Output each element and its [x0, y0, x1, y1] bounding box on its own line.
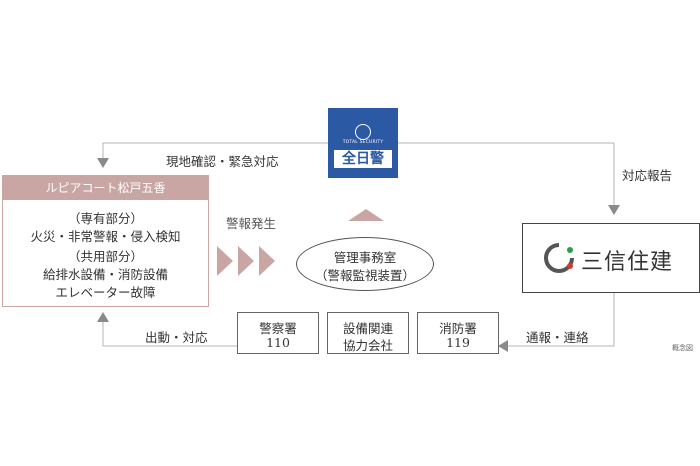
notify-arrowhead	[498, 340, 508, 352]
notify-line	[506, 291, 615, 347]
shared-items-1: 給排水設備・消防設備	[42, 267, 168, 282]
report-line	[398, 142, 615, 207]
builder-name: 三信住建	[581, 250, 674, 275]
fire-station-name: 消防署	[439, 321, 477, 336]
logo-small-text: TOTAL SECURITY	[342, 140, 384, 145]
private-label: （専有部分）	[67, 211, 143, 226]
logo-main-text: 全日警	[334, 150, 392, 168]
office-line-2: （警報監視装置）	[314, 268, 415, 283]
emblem-icon	[355, 124, 371, 140]
shared-label: （共用部分）	[67, 249, 143, 264]
residence-title: ルピアコート松戸五香	[3, 176, 208, 200]
onsite-arrowhead	[97, 158, 109, 168]
police-name: 警察署	[259, 321, 297, 336]
notify-label: 通報・連絡	[526, 330, 589, 345]
management-office: 管理事務室 （警報監視装置）	[296, 237, 434, 291]
partner-line-2: 協力会社	[342, 338, 393, 353]
onsite-label: 現地確認・緊急対応	[166, 154, 279, 169]
response-report-label: 対応報告	[622, 168, 673, 183]
report-arrowhead	[608, 205, 620, 215]
onsite-line	[102, 142, 328, 160]
police-box: 警察署 110	[237, 312, 319, 354]
dispatch-label: 出動・対応	[145, 330, 208, 345]
concept-label: 概念図	[672, 344, 693, 352]
alarm-label: 警報発生	[226, 216, 277, 231]
builder-box: 三信住建	[522, 223, 700, 293]
security-company-logo: TOTAL SECURITY 全日警	[328, 108, 398, 178]
alarm-chevron-2	[238, 246, 254, 276]
fire-station-number: 119	[446, 335, 470, 350]
shared-items-2: エレベーター故障	[55, 285, 156, 300]
office-line-1: 管理事務室	[333, 250, 397, 265]
fire-station-box: 消防署 119	[417, 312, 499, 354]
private-items: 火災・非常警報・侵入検知	[30, 229, 181, 244]
dispatch-arrowhead	[97, 312, 109, 322]
residence-box: ルピアコート松戸五香 （専有部分） 火災・非常警報・侵入検知 （共用部分） 給排…	[2, 175, 209, 307]
equipment-partner-box: 設備関連 協力会社	[327, 312, 409, 354]
office-up-arrow	[348, 209, 384, 221]
dispatch-line	[102, 320, 237, 347]
alarm-chevron-3	[259, 246, 275, 276]
alarm-chevron-1	[217, 246, 233, 276]
partner-line-1: 設備関連	[342, 321, 393, 336]
builder-logo-icon	[544, 243, 574, 273]
police-number: 110	[266, 335, 290, 350]
